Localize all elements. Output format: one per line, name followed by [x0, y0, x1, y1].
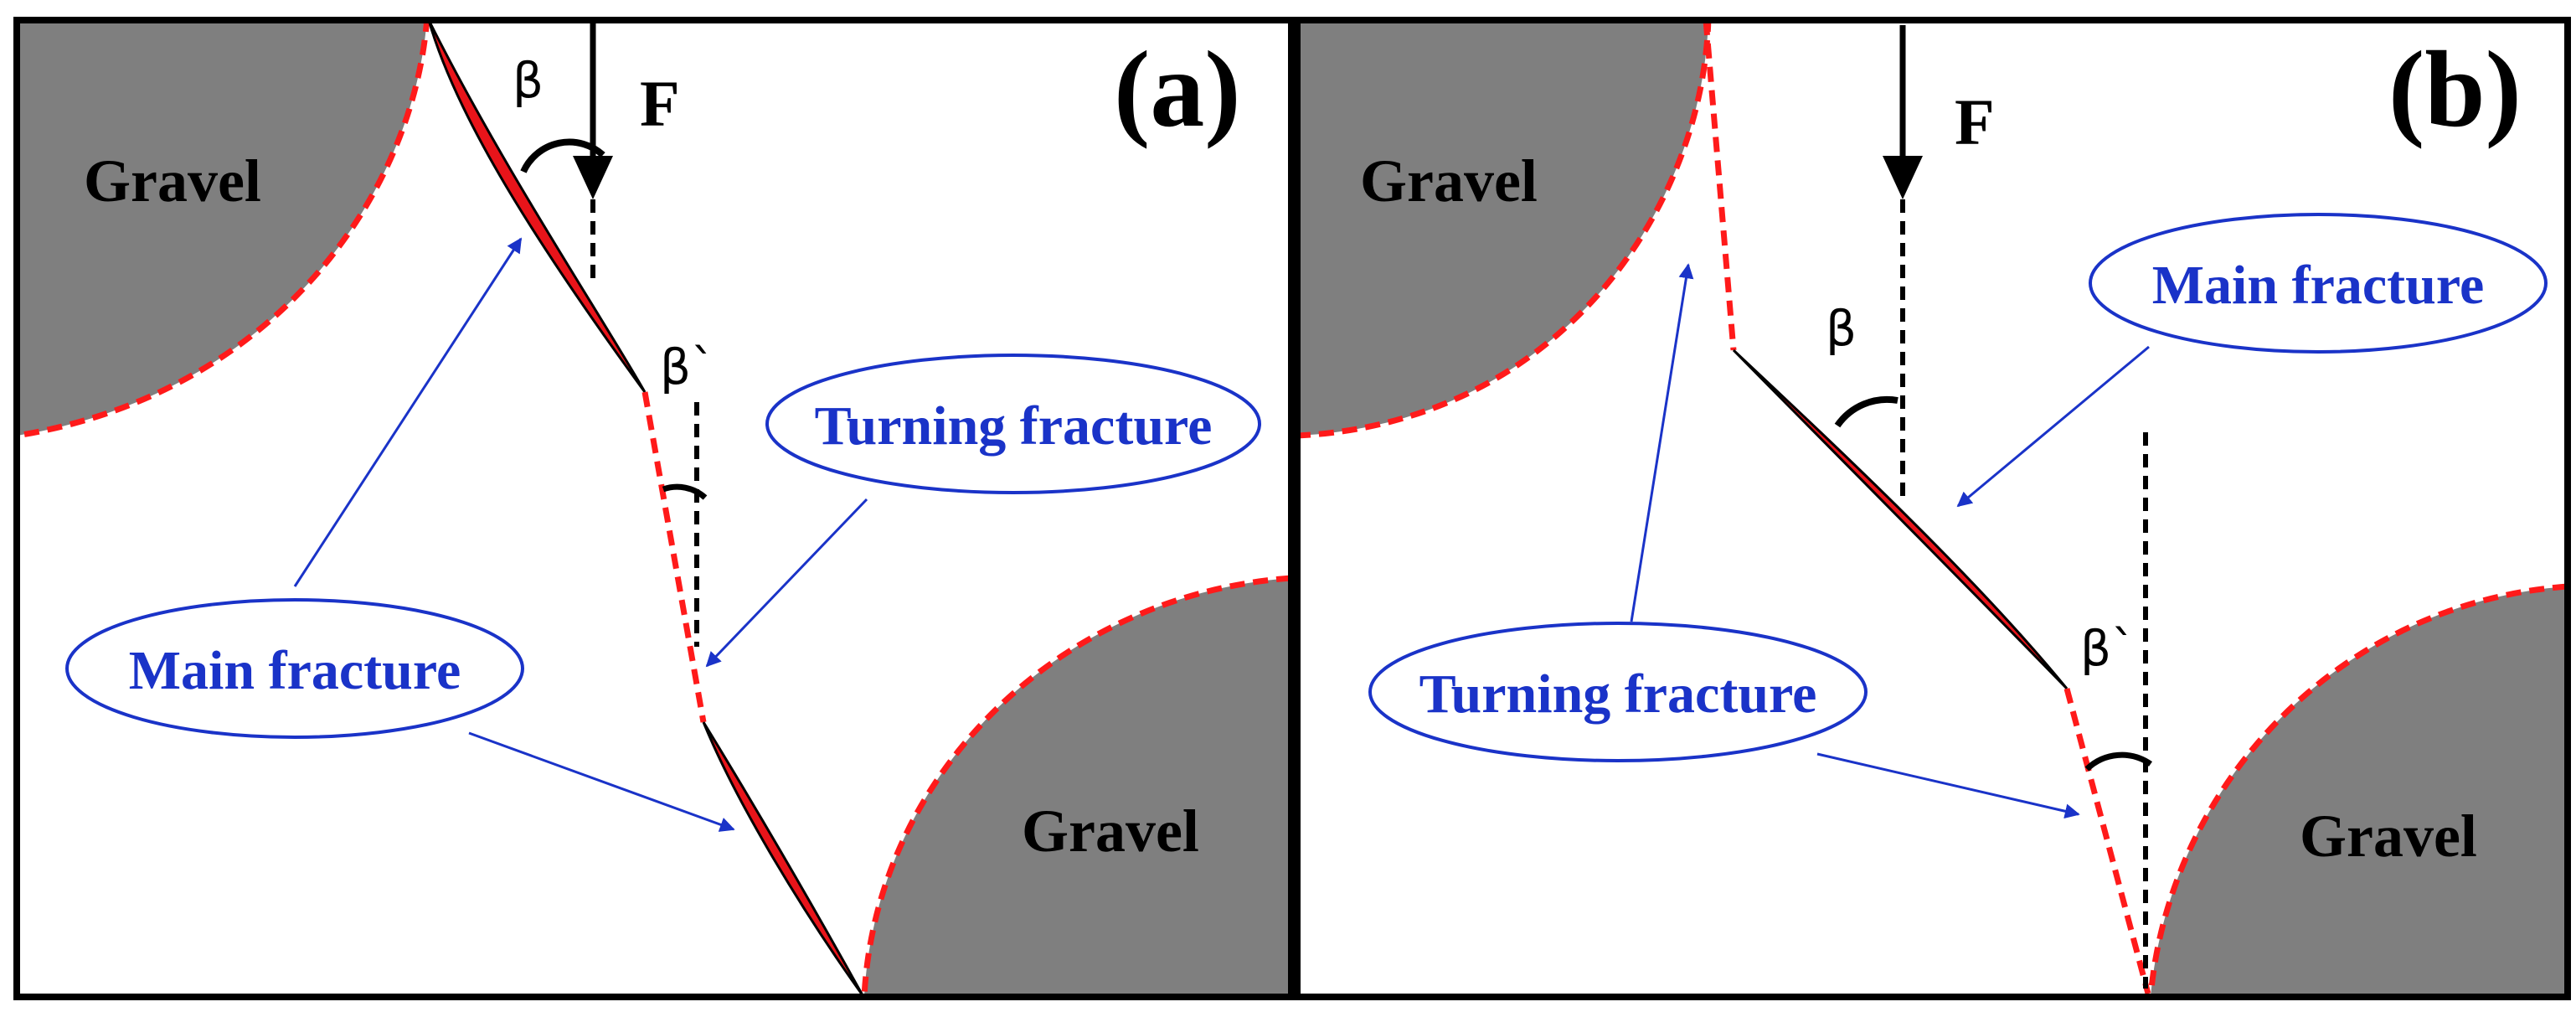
- callout-arrow-main-upper: [293, 237, 523, 587]
- callout-arrow-main-lower: [468, 731, 735, 832]
- gravel-top-left: [1297, 20, 1708, 436]
- callout-arrow-turning-lower: [1816, 752, 2080, 819]
- callout-main-fracture: Main fracture: [129, 640, 461, 701]
- panel-b: F β β` Gravel Gravel (b) Main fracture T…: [1294, 17, 2571, 1000]
- gravel-label-bottom-right: Gravel: [2300, 803, 2477, 870]
- callout-turning-fracture: Turning fracture: [815, 395, 1213, 457]
- force-arrow-head: [1883, 156, 1923, 199]
- beta-arc: [520, 138, 605, 173]
- callout-arrow-main: [1956, 345, 2150, 508]
- beta-label: β: [513, 52, 544, 109]
- panel-label: (b): [2388, 29, 2522, 150]
- beta-label: β: [1826, 300, 1857, 357]
- beta-prime-label: β`: [660, 338, 715, 395]
- turning-fracture-lower: [2063, 688, 2151, 994]
- callout-ellipse-turning: [1368, 622, 1868, 762]
- turning-fracture: [641, 391, 707, 723]
- gravel-label-top-left: Gravel: [84, 147, 261, 214]
- gravel-bottom-right: [2151, 586, 2568, 997]
- main-fracture-lower: [702, 721, 864, 996]
- force-label: F: [640, 67, 680, 140]
- beta-prime-arc: [2084, 751, 2153, 772]
- panel-a: F β β` Gravel Gravel (a) Turning fractur…: [13, 17, 1295, 1000]
- callout-ellipse-main: [65, 598, 524, 739]
- gravel-top-left-edge: [1297, 20, 1712, 439]
- gravel-bottom-right-edge: [861, 575, 1291, 997]
- force-label: F: [1955, 85, 1995, 158]
- panel-frame: [1294, 17, 2571, 1000]
- panel-label: (a): [1114, 29, 1241, 150]
- gravel-top-left-edge: [17, 20, 430, 439]
- gravel-bottom-right: [864, 578, 1291, 997]
- turning-fracture-upper: [1703, 19, 1737, 351]
- callout-ellipse-turning: [765, 354, 1261, 494]
- beta-arc: [1834, 395, 1899, 428]
- beta-prime-label: β`: [2080, 620, 2136, 677]
- callout-ellipse-main: [2089, 213, 2548, 354]
- callout-arrow-turning-upper: [1630, 263, 1694, 622]
- gravel-label-top-left: Gravel: [1360, 147, 1538, 214]
- gravel-bottom-right-edge: [2147, 583, 2568, 997]
- panel-frame: [13, 17, 1295, 1000]
- callout-main-fracture: Main fracture: [2152, 255, 2484, 316]
- beta-prime-arc: [662, 483, 708, 500]
- gravel-top-left: [17, 20, 427, 436]
- gravel-label-bottom-right: Gravel: [1022, 798, 1199, 865]
- callout-arrow-turning: [705, 498, 868, 668]
- callout-turning-fracture: Turning fracture: [1419, 663, 1817, 725]
- force-arrow-head: [573, 156, 613, 199]
